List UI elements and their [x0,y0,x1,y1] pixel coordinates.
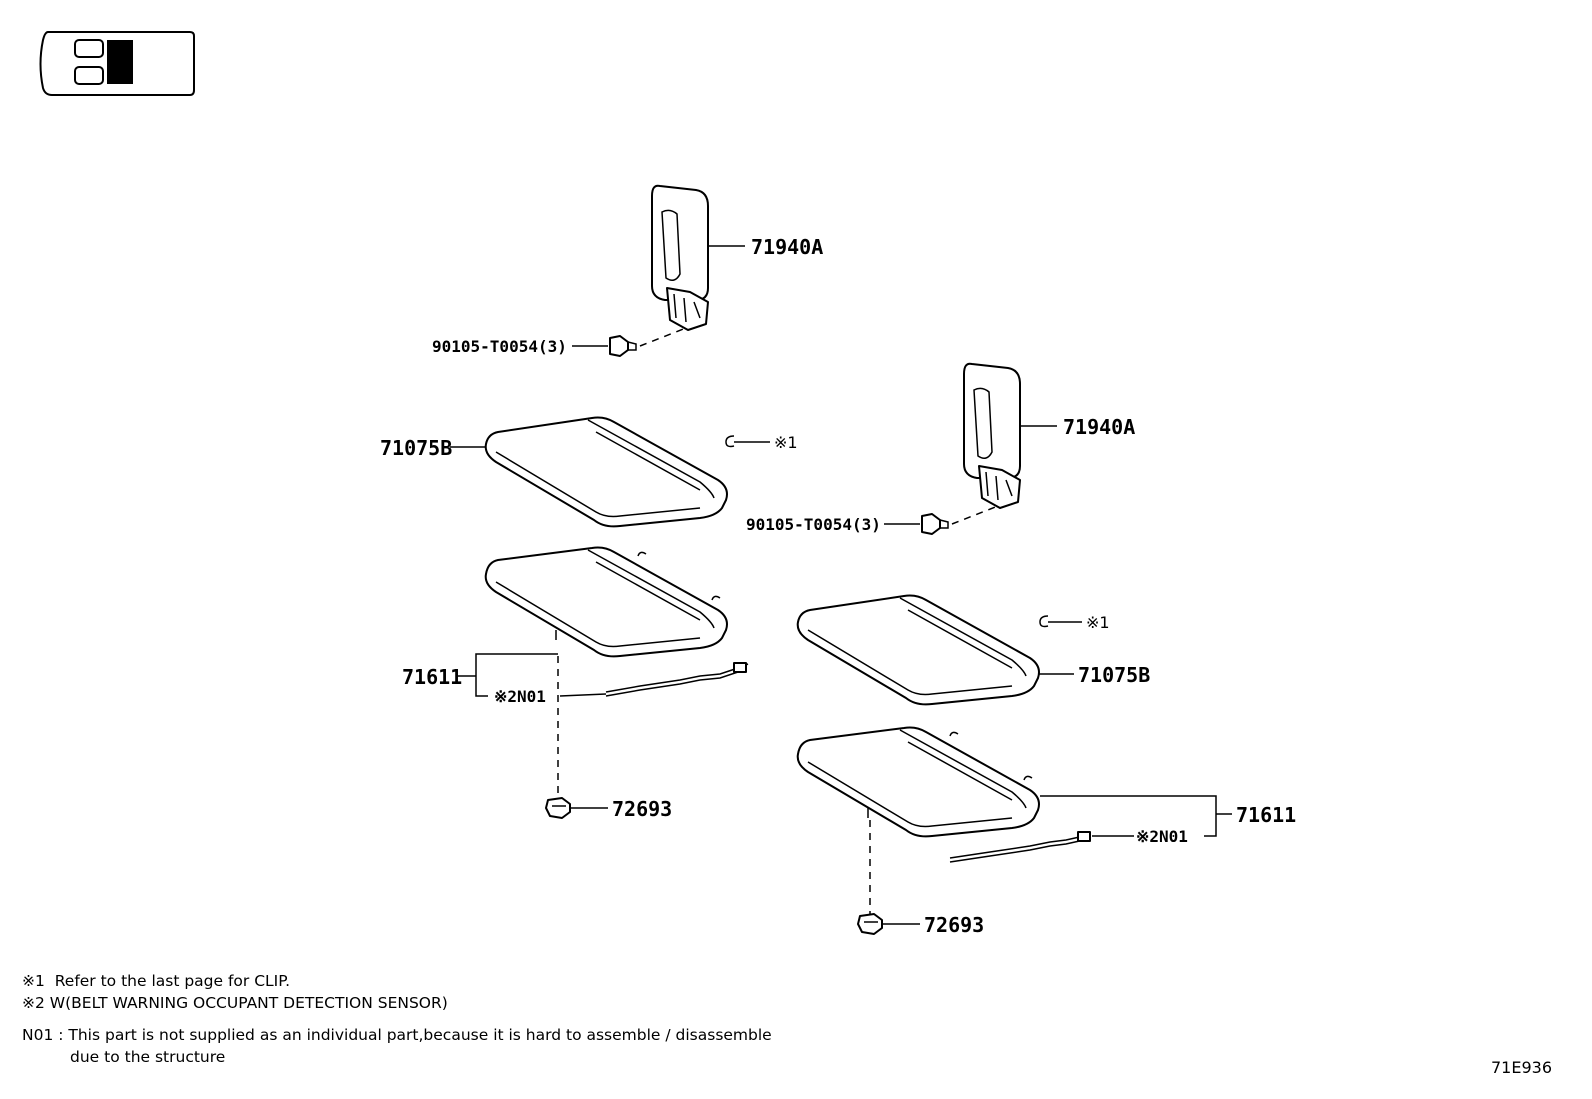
callout-sensor-upper: ※2N01 [494,687,546,706]
callout-hook-lower: 72693 [924,913,984,937]
callout-hook-upper: 72693 [612,797,672,821]
callout-bolt-upper: 90105-T0054(3) [432,337,567,356]
headrest-lower [963,362,1021,509]
callout-headrest-upper: 71940A [751,235,823,259]
clip-icon [725,435,735,448]
seat-cover-upper [484,546,728,658]
footnote-n01-continued: due to the structure [70,1048,226,1066]
seat-cushion-upper [484,416,728,528]
vehicle-seat-locator-icon [39,31,195,96]
callout-sensor-lower: ※2N01 [1136,827,1188,846]
callout-headrest-lower: 71940A [1063,415,1135,439]
callout-cushion-upper: 71075B [380,436,452,460]
hook-upper [545,797,571,819]
bolt-lower [921,513,949,535]
headrest-upper [651,184,709,331]
callout-clip-lower: ※1 [1086,613,1110,632]
sensor-harness-upper [605,662,749,697]
diagram-code: 71E936 [1490,1058,1552,1077]
seat-cushion-lower [796,594,1040,706]
hook-lower [857,913,883,935]
footnote-n01: N01 : This part is not supplied as an in… [22,1026,772,1044]
bolt-upper [609,335,637,357]
footnote-sensor: ※2 W(BELT WARNING OCCUPANT DETECTION SEN… [22,994,448,1012]
seat-cover-lower [796,726,1040,838]
clip-icon-lower [1039,615,1049,628]
callout-cover-upper: 71611 [402,665,462,689]
callout-cushion-lower: 71075B [1078,663,1150,687]
footnotes: ※1 Refer to the last page for CLIP. ※2 W… [22,970,772,1068]
footnote-clip: ※1 Refer to the last page for CLIP. [22,972,291,990]
sensor-harness-lower [949,831,1091,863]
callout-clip-upper: ※1 [774,433,798,452]
callout-cover-lower: 71611 [1236,803,1296,827]
callout-bolt-lower: 90105-T0054(3) [746,515,881,534]
